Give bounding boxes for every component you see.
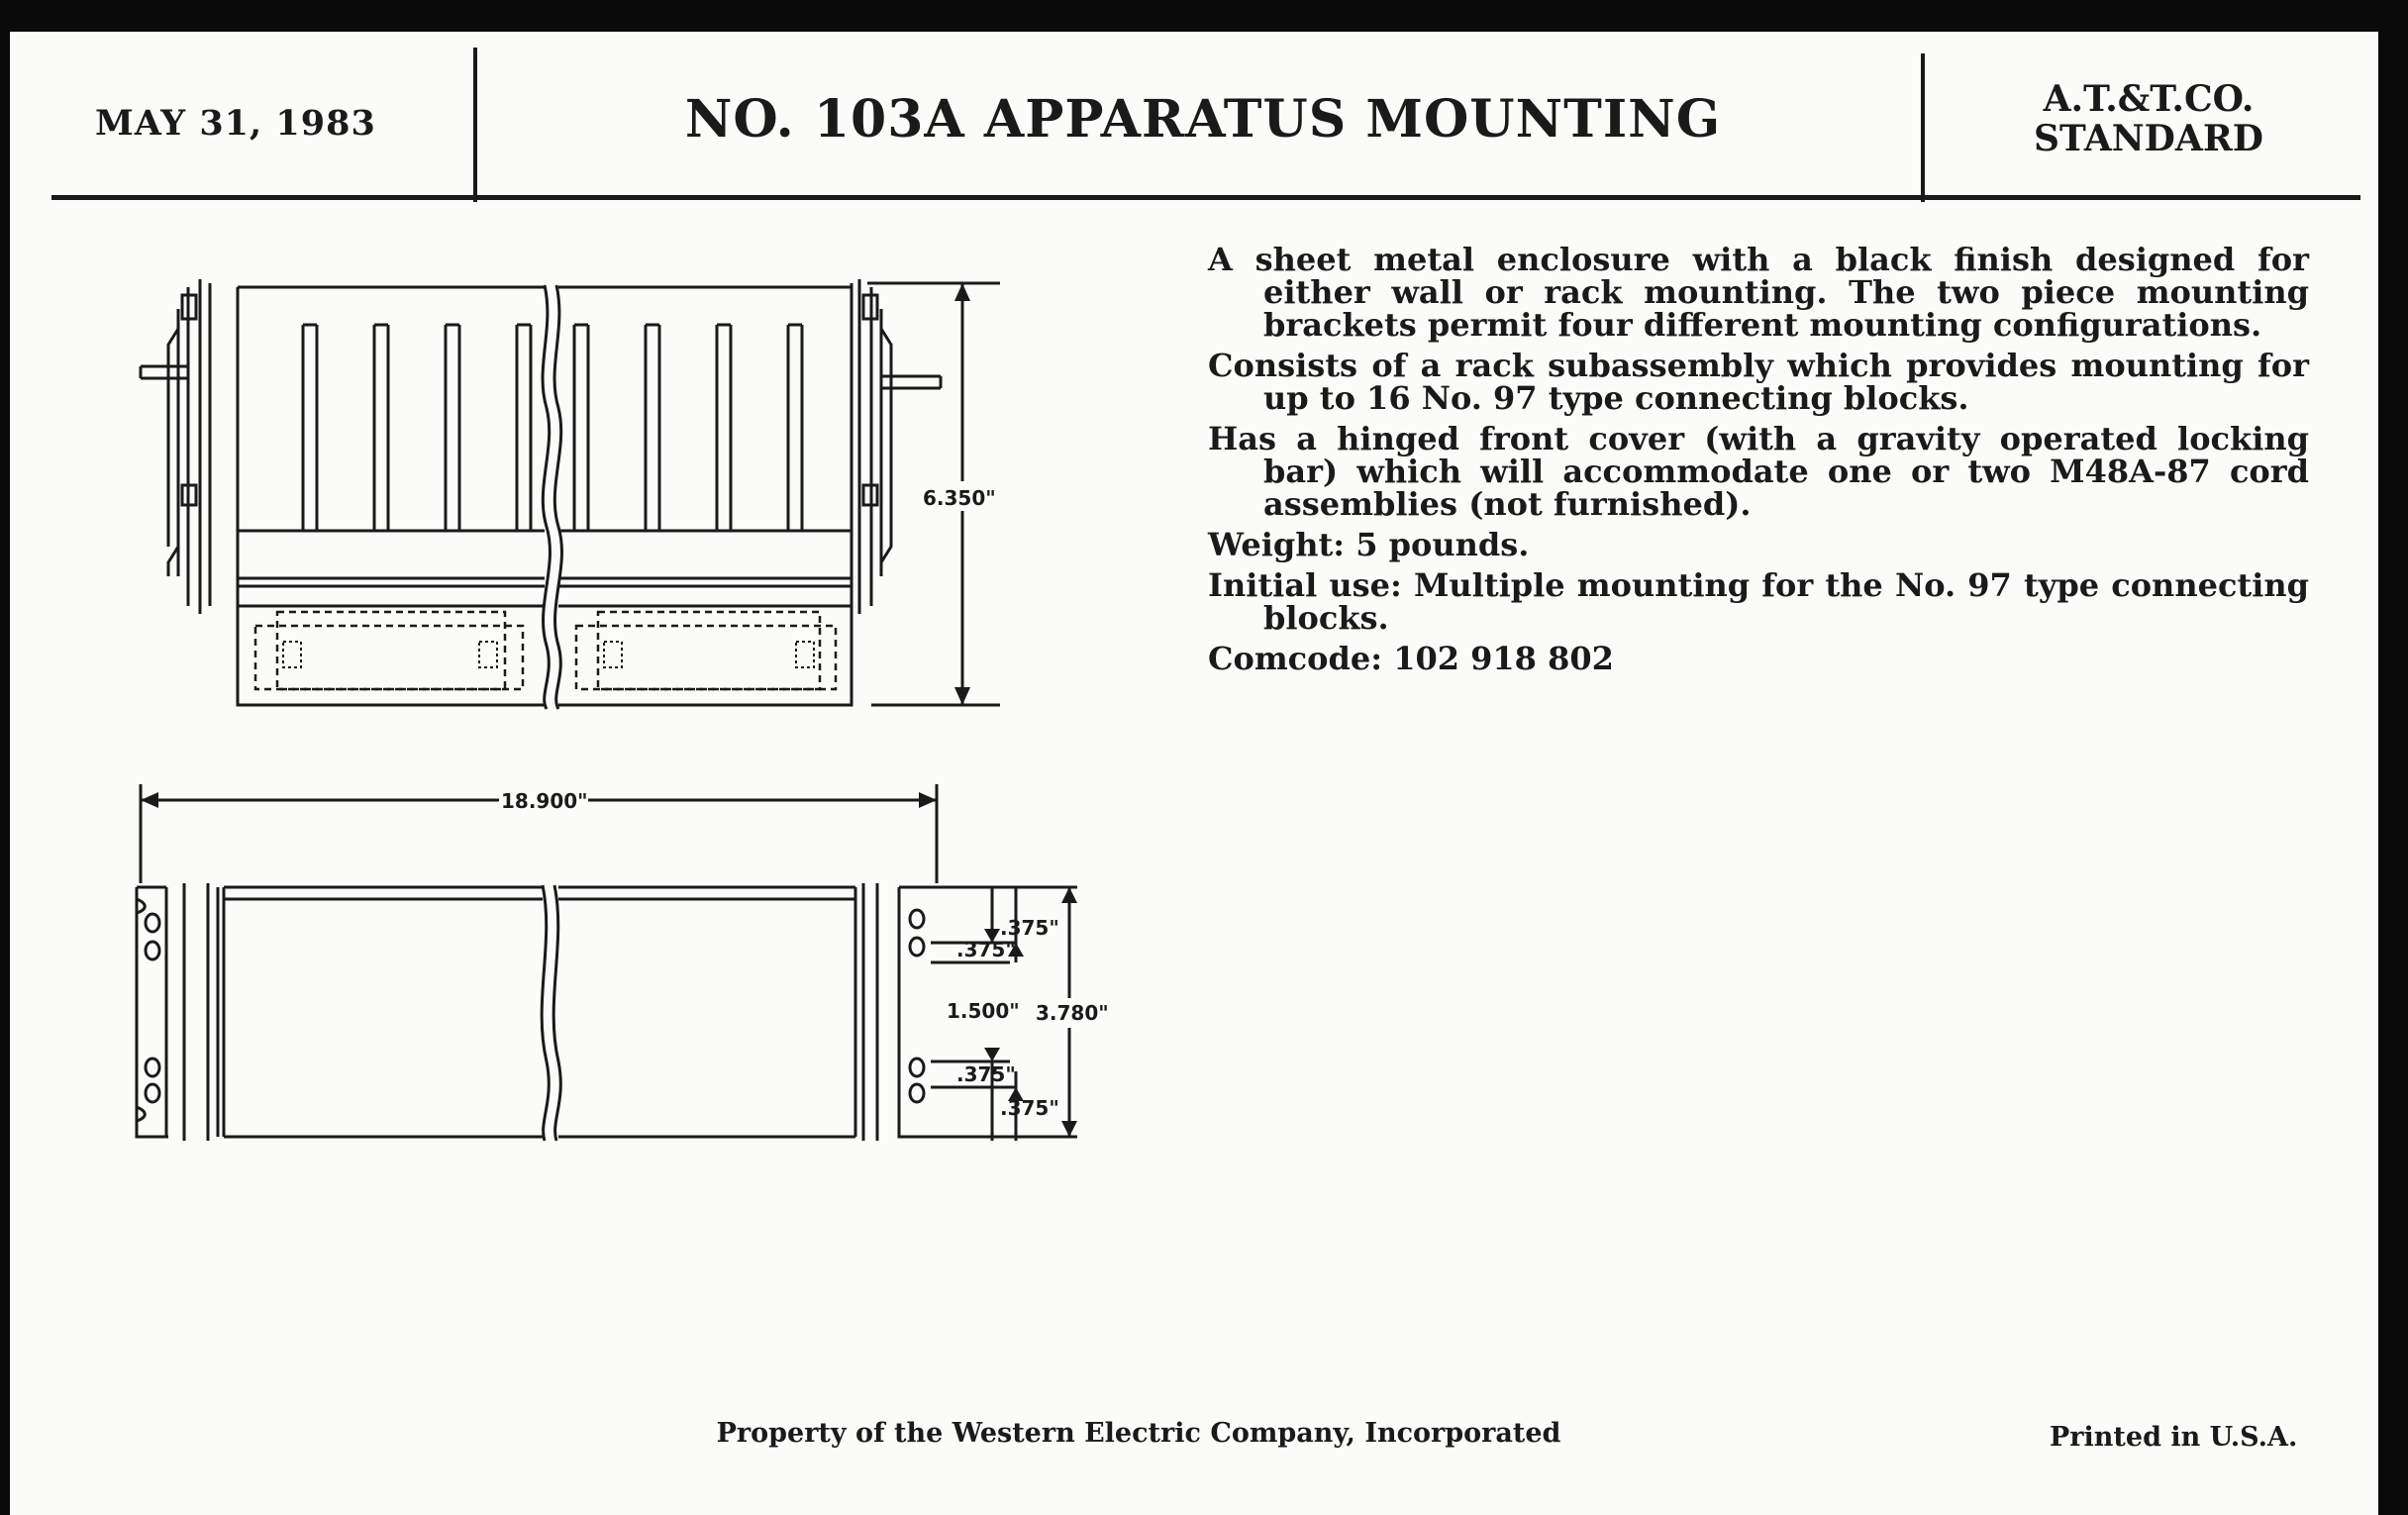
initial-use-line: Initial use: Multiple mounting for the N… xyxy=(1208,566,2309,637)
header-divider-right xyxy=(1921,53,1925,202)
standard-line-1: A.T.&T.CO. xyxy=(2043,78,2255,120)
standard-line-2: STANDARD xyxy=(2034,118,2263,159)
center-spacing: 1.500" xyxy=(947,999,1020,1023)
description-paragraph-3: Has a hinged front cover (with a gravity… xyxy=(1208,420,2309,523)
header-divider-left xyxy=(473,48,477,202)
catalog-sheet: MAY 31, 1983 NO. 103A APPARATUS MOUNTING… xyxy=(10,32,2378,1515)
hole-spacing-b: .375" xyxy=(956,938,1016,961)
hole-spacing-d: .375" xyxy=(1000,1096,1059,1120)
total-depth: 3.780" xyxy=(1036,1001,1109,1025)
hole-spacing-c: .375" xyxy=(956,1062,1016,1086)
hole-spacing-a: .375" xyxy=(1000,916,1059,940)
weight-line: Weight: 5 pounds. xyxy=(1208,526,1530,563)
standard-badge: A.T.&T.CO. STANDARD xyxy=(1951,79,2347,158)
description: A sheet metal enclosure with a black fin… xyxy=(1208,244,2309,683)
property-notice: Property of the Western Electric Company… xyxy=(716,1418,1561,1449)
front-view xyxy=(139,279,1000,710)
comcode-line: Comcode: 102 918 802 xyxy=(1208,640,1614,677)
width-dimension: 18.900" xyxy=(501,789,588,813)
header-rule xyxy=(51,195,2360,200)
height-dimension: 6.350" xyxy=(923,486,996,510)
top-view xyxy=(135,784,1077,1142)
description-paragraph-1: A sheet metal enclosure with a black fin… xyxy=(1208,241,2309,344)
technical-drawing: 6.350" 18.900" .375" .375" 1.500" 3.780"… xyxy=(135,279,1119,1142)
issue-date: MAY 31, 1983 xyxy=(95,103,376,144)
dimension-arrows xyxy=(141,283,1077,1137)
description-paragraph-2: Consists of a rack subassembly which pro… xyxy=(1208,347,2309,417)
page-title: NO. 103A APPARATUS MOUNTING xyxy=(684,89,1722,150)
printed-in-notice: Printed in U.S.A. xyxy=(2050,1422,2298,1453)
